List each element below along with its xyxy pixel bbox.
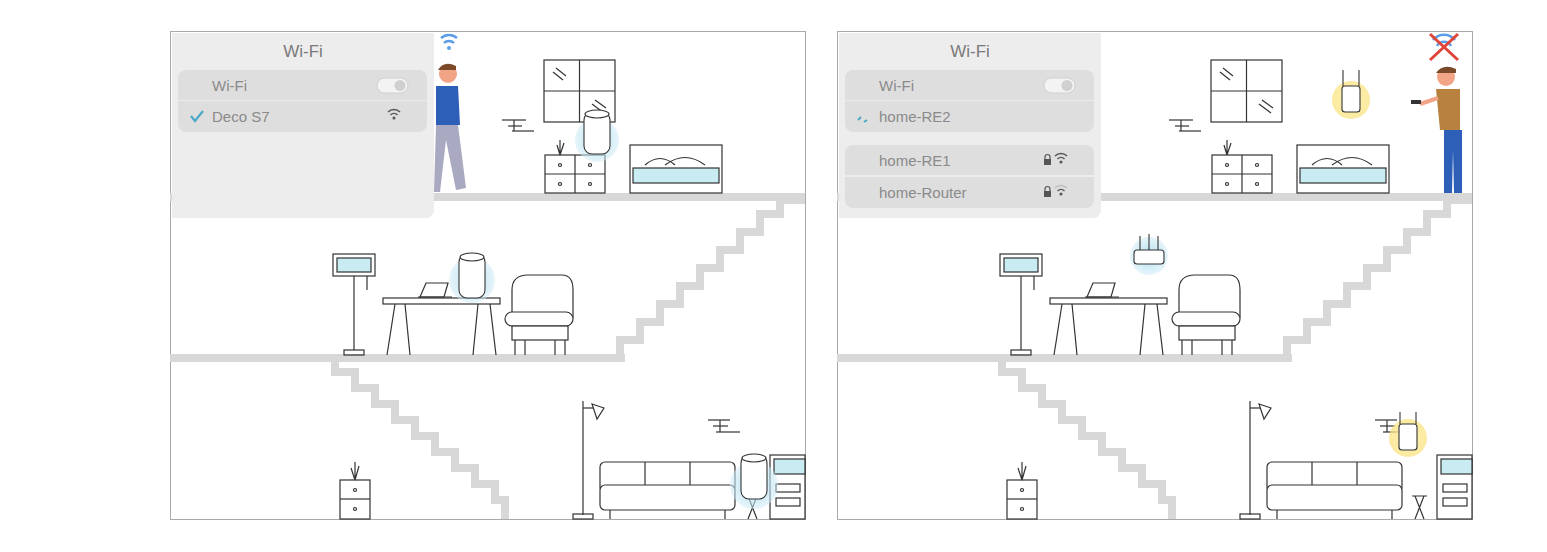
wifi-icon: [391, 114, 398, 115]
network-row: Wi-Fi: [178, 70, 427, 101]
toggle-knob: [1062, 80, 1073, 91]
lock-icon: [1044, 191, 1051, 197]
wifi-icon: [1058, 158, 1065, 159]
wifi-icon: [393, 117, 396, 120]
network-row: home-RE1: [845, 145, 1094, 176]
wifi-icon: [1060, 161, 1063, 164]
network-row: home-RE2: [845, 101, 1094, 132]
network-name: home-RE1: [879, 152, 951, 169]
lock-icon: [1045, 187, 1050, 192]
network-name: Deco S7: [212, 108, 270, 125]
loading-mark: [858, 117, 861, 120]
wifi-popup: Wi-FiWi-Fihome-RE2home-RE1home-Router: [839, 33, 1101, 218]
network-row: Deco S7: [178, 101, 427, 132]
network-name: home-Router: [879, 184, 967, 201]
wifi-icon: [1055, 154, 1067, 156]
network-name: home-RE2: [879, 108, 951, 125]
wifi-icon: [1055, 186, 1067, 188]
check-mark: [191, 111, 203, 121]
network-name: Wi-Fi: [212, 77, 247, 94]
lock-icon: [1044, 159, 1051, 165]
wifi-icon: [1058, 190, 1065, 191]
toggle-switch: [1044, 78, 1075, 93]
wifi-icon: [1060, 193, 1063, 196]
panel-title: Wi-Fi: [172, 42, 434, 62]
network-name: Wi-Fi: [879, 77, 914, 94]
loading-mark: [864, 120, 867, 122]
wifi-popup: Wi-FiWi-FiDeco S7: [172, 33, 434, 218]
network-row: home-Router: [845, 177, 1094, 208]
toggle-knob: [395, 80, 406, 91]
network-row: Wi-Fi: [845, 70, 1094, 101]
panel-title: Wi-Fi: [839, 42, 1101, 62]
toggle-switch: [377, 78, 408, 93]
lock-icon: [1045, 155, 1050, 160]
wifi-icon: [388, 110, 400, 112]
